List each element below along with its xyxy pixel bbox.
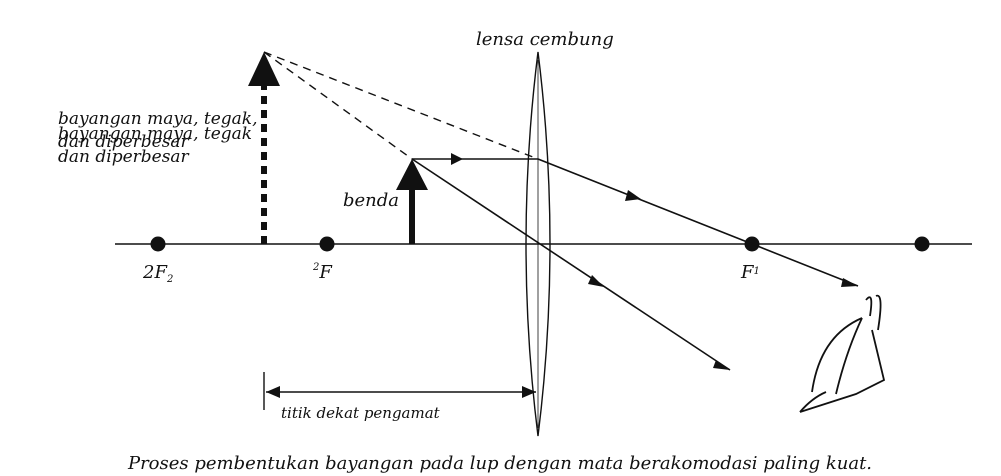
point-2f-left: [150, 236, 166, 252]
point-2f-label: 2F2: [142, 262, 173, 285]
object-arrow-head: [396, 159, 428, 190]
point-f-left: [319, 236, 335, 252]
ray-refracted-arrow-2: [841, 278, 858, 287]
virtual-ray-2: [263, 51, 413, 160]
ray-central-arrow-1: [588, 275, 604, 287]
ray-parallel-arrow: [451, 153, 463, 165]
image-label-line1-a: bayangan maya, tegak,: [58, 109, 258, 129]
near-point-label: titik dekat pengamat: [281, 404, 441, 422]
point-2f-right: [914, 236, 930, 252]
near-point-arrow-left: [266, 386, 280, 398]
image-arrow-head: [248, 52, 280, 86]
convex-lens: [525, 51, 551, 437]
image-label-line2-a: dan diperbesar: [58, 132, 190, 152]
object-label: benda: [343, 190, 399, 211]
figure-caption: Proses pembentukan bayangan pada lup den…: [127, 453, 872, 474]
ray-central-arrow-2: [713, 360, 730, 370]
lens-label: lensa cembung: [476, 29, 614, 50]
near-point-arrow-right: [522, 386, 536, 398]
image-label-line2-b: dan diperbesar: [58, 147, 190, 167]
point-f-left-label: 2F: [312, 262, 333, 283]
ray-refracted-arrow-1: [625, 190, 641, 201]
virtual-ray-1: [263, 51, 539, 160]
eye-icon: [799, 294, 886, 413]
point-f-right-label: F1: [740, 262, 760, 283]
image-label-line1-b: bayangan maya, tegak: [58, 124, 252, 144]
ray-central: [411, 158, 731, 371]
ray-refracted: [537, 158, 859, 287]
